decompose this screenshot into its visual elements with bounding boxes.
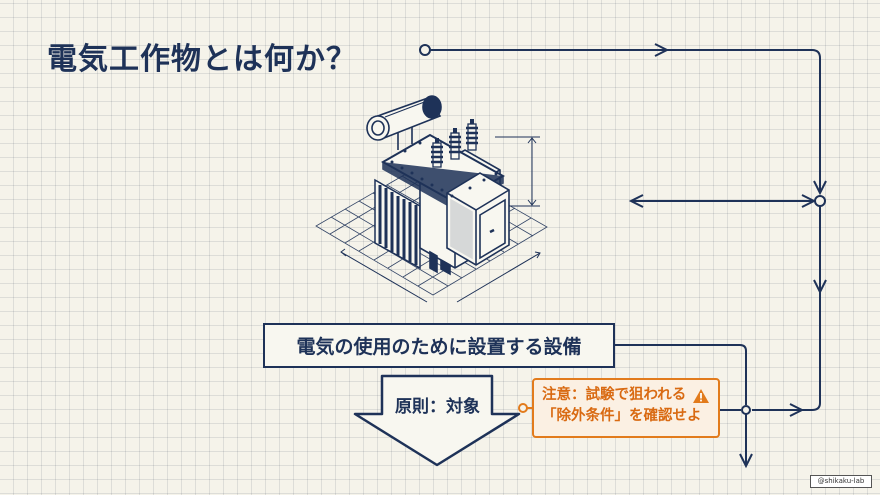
principle-arrow: [353, 374, 521, 467]
arrow-head-top: [654, 43, 670, 57]
credit-badge: @shikaku-lab: [810, 475, 872, 488]
title-connector: [430, 49, 821, 193]
dimension-lines: [340, 136, 541, 303]
page-title: 電気工作物とは何か？: [47, 42, 357, 77]
lid-bolts: [390, 141, 498, 198]
arrow-head-right: [789, 403, 805, 417]
definition-box: 電気の使用のために設置する設備: [263, 323, 615, 368]
arrow-head-down-1: [813, 180, 827, 196]
bushings: [431, 119, 478, 168]
principle-label: 原則：対象: [395, 397, 480, 417]
conservator-tank: [366, 95, 442, 150]
definition-text: 電気の使用のために設置する設備: [296, 336, 582, 358]
transformer-tank: [380, 133, 510, 276]
warning-line-2: 「除外条件」を確認せよ: [542, 408, 702, 425]
warning-callout: 注意：試験で狙われる 「除外条件」を確認せよ: [532, 378, 720, 438]
arrow-head-down-3: [739, 453, 753, 469]
definition-connector: [615, 344, 747, 405]
warning-line-1: 注意：試験で狙われる: [542, 387, 687, 403]
arrow-head-down-2: [813, 279, 827, 295]
warning-triangle-icon: [693, 388, 709, 403]
radiator-fins: [374, 178, 421, 270]
right-connector: [752, 206, 821, 411]
